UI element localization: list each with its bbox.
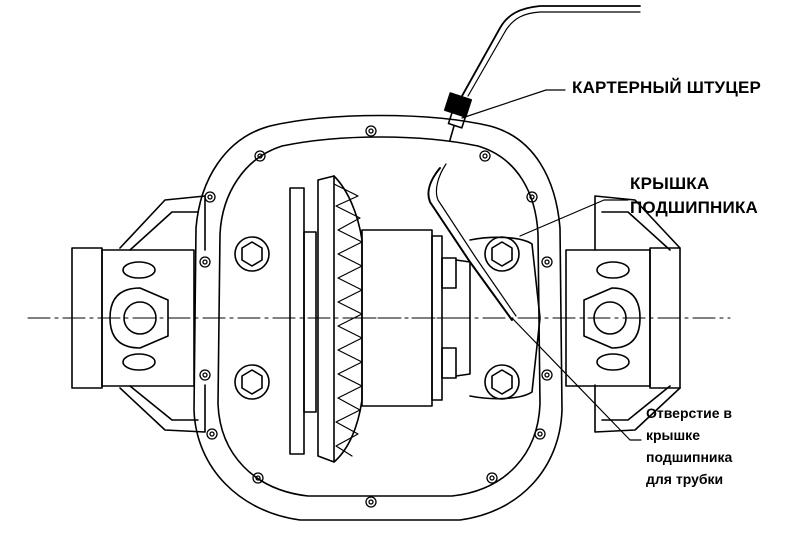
- breather-fitting: [443, 5, 641, 141]
- ring-gear-assembly: [289, 175, 363, 463]
- bearing-cap-label-line1: КРЫШКА: [630, 174, 710, 193]
- leader-breather: [461, 89, 566, 119]
- leader-bearing-cap: [519, 199, 629, 237]
- hole-label: Отверстие в крышке подшипника для трубки: [646, 402, 732, 490]
- right-axle-bracket: [565, 195, 681, 433]
- cover-bolts: [199, 125, 553, 508]
- bearing-cap: [469, 236, 541, 400]
- hole-label-line4: для трубки: [646, 471, 724, 487]
- breather-label: КАРТЕРНЫЙ ШТУЦЕР: [572, 78, 761, 98]
- leader-lines: [461, 89, 642, 441]
- bearing-cap-label: КРЫШКА ПОДШИПНИКА: [630, 172, 758, 220]
- ring-gear-teeth: [333, 183, 363, 457]
- hole-label-line1: Отверстие в: [646, 405, 733, 421]
- breather-tube: [427, 163, 517, 321]
- leader-hole: [511, 317, 642, 441]
- bearing-cap-label-line2: ПОДШИПНИКА: [630, 198, 758, 217]
- differential-case: [361, 229, 471, 407]
- housing-cover-outer: [193, 114, 563, 521]
- breather-hose: [461, 5, 641, 97]
- left-axle-bracket: [71, 195, 206, 433]
- housing-cover-flange: [217, 136, 541, 497]
- breather-label-text: КАРТЕРНЫЙ ШТУЦЕР: [572, 78, 762, 97]
- hole-label-line3: подшипника: [646, 449, 733, 465]
- hole-label-line2: крышке: [646, 427, 700, 443]
